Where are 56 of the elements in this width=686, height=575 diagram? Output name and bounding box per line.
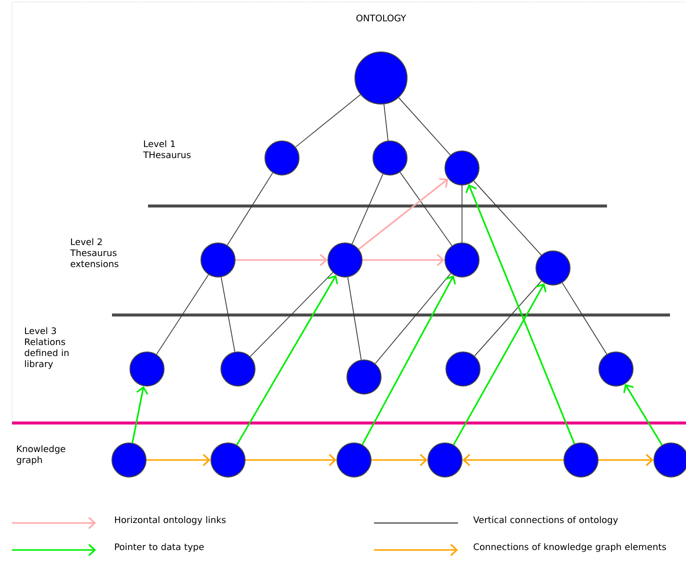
circle-node [598, 352, 634, 386]
connector-line [400, 172, 452, 246]
arrow [462, 454, 564, 466]
connector-line [352, 174, 384, 244]
circle-node [264, 140, 300, 176]
arrow [132, 386, 148, 443]
arrow [236, 275, 338, 446]
connector-line [220, 276, 236, 352]
connector-line [226, 172, 274, 246]
circle-node [200, 242, 236, 278]
level-label: Level 1 THesaurus [143, 140, 191, 158]
legend-label: Vertical connections of ontology [473, 516, 618, 525]
title: ONTOLOGY [356, 14, 406, 22]
circle-node [336, 442, 372, 478]
legend-label: Pointer to data type [115, 543, 204, 552]
connector-line [384, 104, 388, 142]
circle-node [346, 360, 382, 394]
connector-line [295, 94, 361, 148]
arrow [452, 283, 546, 446]
connector-line [156, 274, 209, 355]
circle-node [536, 250, 570, 286]
arrow [146, 454, 210, 466]
arrow [236, 254, 328, 266]
arrow [623, 384, 663, 446]
arrow [362, 254, 444, 266]
circle-node [444, 242, 480, 278]
arrow [465, 184, 576, 444]
circle-node [328, 242, 362, 278]
circle-node [564, 442, 598, 478]
arrow [362, 275, 456, 445]
arrow [372, 454, 428, 466]
connector-line [473, 180, 542, 256]
circle-node [444, 150, 480, 186]
arrow [598, 454, 654, 466]
circle-node [354, 52, 408, 104]
legend-label: Horizontal ontology links [115, 516, 226, 525]
circle-node [210, 442, 246, 478]
circle-node [428, 442, 462, 478]
arrow [246, 454, 336, 466]
legend-label: Connections of knowledge graph elements [474, 543, 666, 552]
connector-line [347, 276, 362, 360]
circle-node [220, 352, 256, 386]
arrow [358, 178, 448, 250]
connector-line [250, 272, 334, 357]
connector-line [562, 282, 608, 355]
connector-line [374, 273, 452, 364]
connector-line [474, 280, 542, 356]
connector-line [398, 97, 451, 156]
circle-node [372, 140, 408, 176]
circle-node [112, 442, 146, 478]
circle-node [654, 442, 686, 478]
level-label: Knowledge graph [16, 445, 66, 465]
level-label: Level 3 Relations defined in library [24, 327, 69, 369]
circle-node [130, 352, 164, 386]
circle-node [446, 352, 480, 386]
level-label: Level 2 Thesaurus extensions [70, 238, 118, 268]
